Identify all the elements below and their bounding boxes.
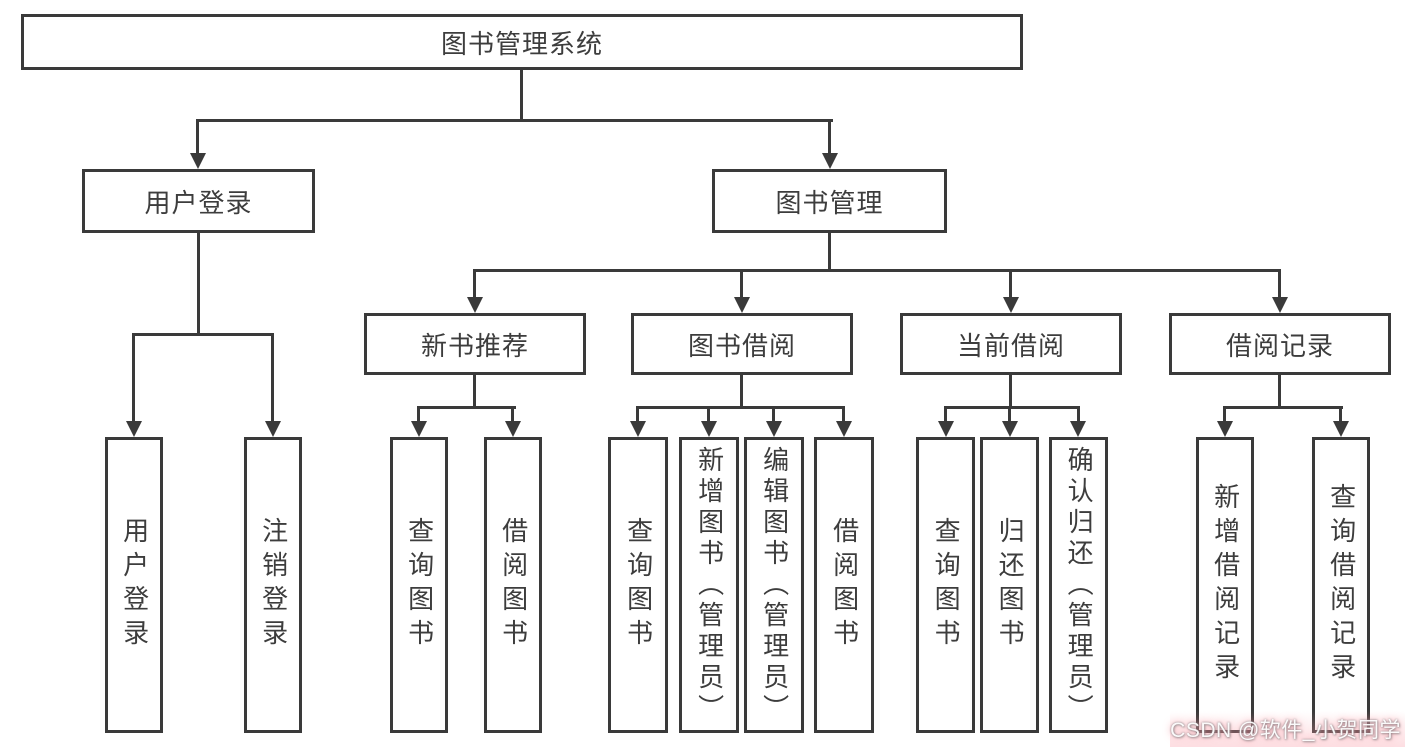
arrow-down-icon (126, 421, 142, 437)
leaf-label: 借阅图书 (498, 517, 529, 653)
connector-line (842, 406, 845, 421)
arrow-down-icon (766, 421, 782, 437)
arrow-down-icon (505, 421, 521, 437)
leaf-borrow-books: 借阅图书 (484, 437, 542, 733)
leaf-label: 新增借阅记录 (1210, 483, 1241, 687)
connector-line (132, 333, 135, 421)
leaf-borrow-books: 借阅图书 (814, 437, 874, 733)
connector-line (1223, 406, 1226, 421)
leaf-logout: 注销登录 (244, 437, 302, 733)
leaf-confirm-return-admin: 确认归还（管理员） (1049, 437, 1108, 733)
leaf-label: 查询图书 (931, 517, 962, 653)
connector-line (740, 269, 743, 297)
watermark-text: CSDN @软件_小贺同学 (1170, 719, 1401, 742)
leaf-label: 用户登录 (119, 517, 150, 653)
connector-line (417, 406, 420, 421)
arrow-down-icon (1003, 297, 1019, 313)
leaf-label: 归还图书 (995, 517, 1026, 653)
arrow-down-icon (411, 421, 427, 437)
leaf-label: 查询图书 (623, 517, 654, 653)
leaf-query-books: 查询图书 (608, 437, 668, 733)
csdn-watermark: CSDN @软件_小贺同学 (1170, 711, 1405, 747)
connector-line (707, 406, 710, 421)
connector-line (1008, 406, 1011, 421)
node-label: 图书管理系统 (440, 28, 603, 59)
connector-line (636, 406, 845, 409)
node-book-management: 图书管理 (712, 169, 947, 233)
connector-line (271, 333, 274, 421)
arrow-down-icon (1002, 421, 1018, 437)
connector-line (1009, 375, 1012, 409)
node-label: 新书推荐 (420, 330, 529, 361)
connector-line (1077, 406, 1080, 421)
node-current-borrowing: 当前借阅 (900, 313, 1122, 375)
arrow-down-icon (1272, 297, 1288, 313)
leaf-query-books: 查询图书 (916, 437, 975, 733)
leaf-query-borrow-record: 查询借阅记录 (1312, 437, 1370, 733)
leaf-label: 编辑图书（管理员） (759, 445, 790, 725)
arrow-down-icon (1217, 421, 1233, 437)
connector-line (511, 406, 514, 421)
arrow-down-icon (1333, 421, 1349, 437)
connector-line (944, 406, 1080, 409)
node-new-book-recommend: 新书推荐 (364, 313, 586, 375)
connector-line (473, 269, 1281, 272)
arrow-down-icon (1070, 421, 1086, 437)
node-label: 图书管理 (775, 187, 884, 218)
connector-line (944, 406, 947, 421)
connector-line (1009, 269, 1012, 297)
connector-line (1339, 406, 1342, 421)
node-label: 用户登录 (144, 187, 253, 218)
connector-line (1278, 269, 1281, 297)
node-label: 图书借阅 (687, 330, 796, 361)
connector-line (473, 375, 476, 409)
connector-line (772, 406, 775, 421)
arrow-down-icon (701, 421, 717, 437)
leaf-label: 确认归还（管理员） (1064, 445, 1095, 725)
connector-line (196, 119, 833, 122)
leaf-add-book-admin: 新增图书（管理员） (679, 437, 739, 733)
connector-line (828, 119, 831, 154)
leaf-label: 注销登录 (258, 517, 289, 653)
connector-line (473, 269, 476, 297)
leaf-label: 新增图书（管理员） (694, 445, 725, 725)
leaf-add-borrow-record: 新增借阅记录 (1196, 437, 1254, 733)
connector-line (828, 233, 831, 271)
connector-line (132, 333, 274, 336)
leaf-label: 借阅图书 (829, 517, 860, 653)
node-borrow-records: 借阅记录 (1169, 313, 1391, 375)
connector-line (636, 406, 639, 421)
leaf-edit-book-admin: 编辑图书（管理员） (744, 437, 804, 733)
connector-line (1223, 406, 1343, 409)
node-library-system: 图书管理系统 (21, 14, 1023, 70)
arrow-down-icon (836, 421, 852, 437)
connector-line (417, 406, 516, 409)
arrow-down-icon (467, 297, 483, 313)
connector-line (740, 375, 743, 409)
leaf-query-books: 查询图书 (390, 437, 448, 733)
node-label: 当前借阅 (956, 330, 1065, 361)
node-label: 借阅记录 (1225, 330, 1334, 361)
arrow-down-icon (822, 153, 838, 169)
leaf-label: 查询借阅记录 (1326, 483, 1357, 687)
connector-line (520, 68, 523, 120)
connector-line (1278, 375, 1281, 409)
leaf-return-books: 归还图书 (980, 437, 1039, 733)
arrow-down-icon (734, 297, 750, 313)
connector-line (196, 119, 199, 154)
arrow-down-icon (190, 153, 206, 169)
node-user-login: 用户登录 (82, 169, 315, 233)
leaf-user-login: 用户登录 (105, 437, 163, 733)
arrow-down-icon (938, 421, 954, 437)
leaf-label: 查询图书 (404, 517, 435, 653)
arrow-down-icon (265, 421, 281, 437)
connector-line (197, 233, 200, 335)
node-book-borrowing: 图书借阅 (631, 313, 853, 375)
arrow-down-icon (630, 421, 646, 437)
